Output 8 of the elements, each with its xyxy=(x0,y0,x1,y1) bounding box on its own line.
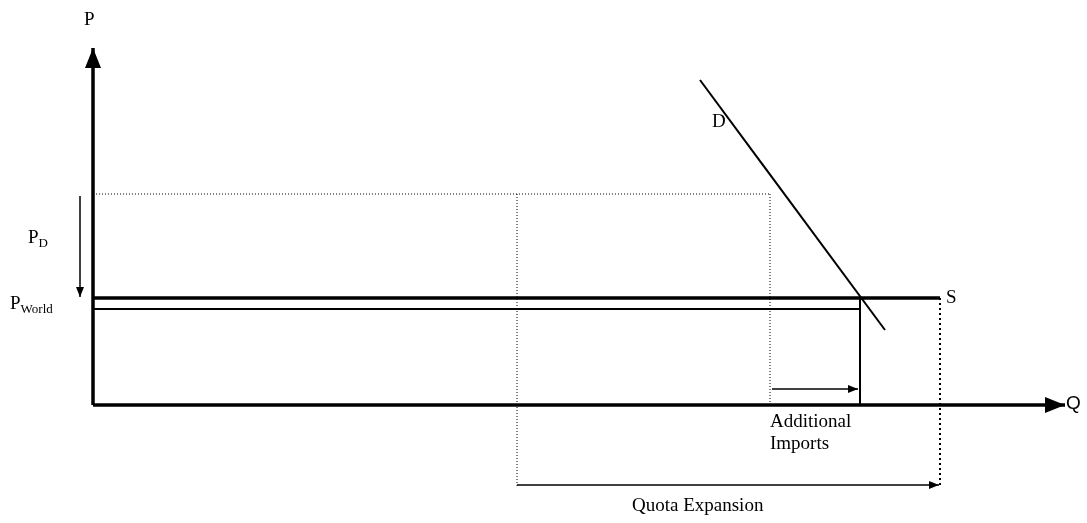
annotation: Quota Expansion xyxy=(632,494,764,516)
price-label: P$_{D}$ xyxy=(28,226,48,248)
annotation: Additional Imports xyxy=(770,410,853,454)
curve-label: D xyxy=(712,110,726,132)
curve-label: S xyxy=(946,286,957,308)
price-label: P$_{World}$ xyxy=(10,292,53,314)
axis-label: Q xyxy=(1066,392,1081,414)
axis-label: P xyxy=(84,8,95,30)
